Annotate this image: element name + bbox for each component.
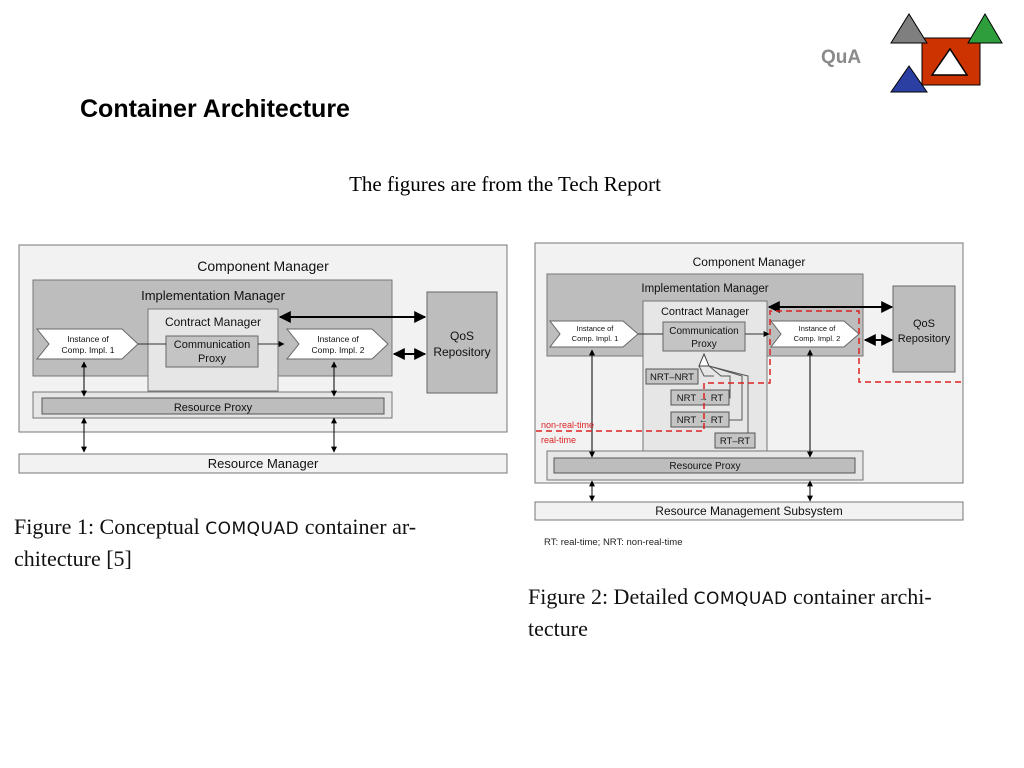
logo-gray-triangle	[890, 13, 928, 44]
instance-shape-1	[548, 320, 639, 348]
instance-shape-2	[285, 328, 389, 360]
component-manager-label: Component Manager	[197, 258, 329, 274]
link-nrt-from-rt	[708, 365, 743, 421]
resource-manager-box	[18, 453, 508, 474]
figure2-caption: Figure 2: Detailed COMQUAD container arc…	[528, 582, 988, 643]
logo-white-triangle	[930, 47, 969, 76]
realtime-boundary-line	[536, 310, 962, 432]
figure1-caption: Figure 1: Conceptual COMQUAD container a…	[14, 512, 514, 573]
figure2-caption-name: COMQUAD	[693, 589, 788, 609]
communication-proxy-box	[165, 335, 259, 368]
qos-label: QoS	[913, 318, 935, 330]
contract-manager-label: Contract Manager	[165, 315, 261, 329]
instance-of-label-2: Instance of	[317, 334, 359, 344]
logo-blue-triangle	[890, 65, 928, 93]
comp-impl-2-label: Comp. Impl. 2	[794, 334, 841, 343]
nrt-nrt-label: NRT–NRT	[650, 372, 694, 383]
resource-proxy-label: Resource Proxy	[669, 461, 740, 472]
repository-label: Repository	[433, 345, 490, 359]
qos-repository-box	[892, 285, 956, 373]
communication-proxy-box	[662, 321, 746, 352]
nrt-from-rt-box	[670, 411, 730, 428]
nrt-nrt-box	[645, 368, 699, 385]
figure2-footnote: RT: real-time; NRT: non-real-time	[544, 537, 683, 548]
communication-label: Communication	[174, 339, 250, 351]
instance-of-label-1: Instance of	[577, 324, 615, 333]
inheritance-triangle	[698, 352, 710, 367]
comp-impl-2-label: Comp. Impl. 2	[312, 345, 365, 355]
instance-of-label-2: Instance of	[799, 324, 837, 333]
component-manager-label: Component Manager	[693, 255, 806, 269]
rt-rt-label: RT–RT	[720, 436, 750, 447]
link-nrt-nrt	[698, 365, 714, 377]
comp-impl-1-label: Comp. Impl. 1	[62, 345, 115, 355]
nrt-to-rt-box	[670, 389, 730, 406]
figure2-caption-suffix: container archi-	[787, 584, 932, 609]
page-subtitle: The figures are from the Tech Report	[349, 172, 661, 196]
qos-repository-box	[426, 291, 498, 394]
resource-management-subsystem-box	[534, 501, 964, 521]
real-time-label: real-time	[541, 435, 576, 445]
proxy-label: Proxy	[198, 353, 227, 365]
figure2-diagram: Component Manager Implementation Manager…	[534, 242, 964, 521]
proxy-label: Proxy	[691, 339, 717, 350]
rt-rt-box	[714, 432, 756, 449]
figure2-caption-prefix: Figure 2: Detailed	[528, 584, 694, 609]
logo-green-triangle	[967, 13, 1003, 44]
implementation-manager-label: Implementation Manager	[641, 283, 768, 295]
resource-proxy-box	[41, 397, 385, 415]
resource-proxy-label: Resource Proxy	[174, 402, 253, 414]
resource-manager-label: Resource Manager	[208, 456, 319, 471]
implementation-manager-label: Implementation Manager	[141, 288, 285, 303]
instance-of-label-1: Instance of	[67, 334, 109, 344]
figure1-caption-name: COMQUAD	[205, 519, 300, 539]
figure1-caption-line2: chitecture [5]	[14, 546, 132, 571]
page-title: Container Architecture	[80, 95, 350, 123]
qos-label: QoS	[450, 329, 474, 343]
resource-proxy-box	[553, 457, 856, 474]
instance-shape-2	[769, 320, 860, 348]
contract-manager-label: Contract Manager	[661, 306, 749, 318]
figure1-caption-suffix: container ar-	[299, 514, 417, 539]
brand-label: QuA	[821, 47, 862, 68]
nrt-to-rt-label: NRT → RT	[677, 393, 724, 404]
resource-management-subsystem-label: Resource Management Subsystem	[655, 504, 842, 518]
repository-label: Repository	[898, 333, 951, 345]
figure2-caption-line2: tecture	[528, 616, 588, 641]
non-real-time-label: non-real-time	[541, 420, 594, 430]
comp-impl-1-label: Comp. Impl. 1	[572, 334, 619, 343]
figure1-diagram: Component Manager Implementation Manager…	[18, 244, 508, 474]
instance-shape-1	[35, 328, 139, 360]
nrt-from-rt-label: NRT ← RT	[677, 415, 724, 426]
qua-logo	[890, 13, 1003, 93]
figure1-caption-prefix: Figure 1: Conceptual	[14, 514, 206, 539]
communication-label: Communication	[669, 326, 738, 337]
